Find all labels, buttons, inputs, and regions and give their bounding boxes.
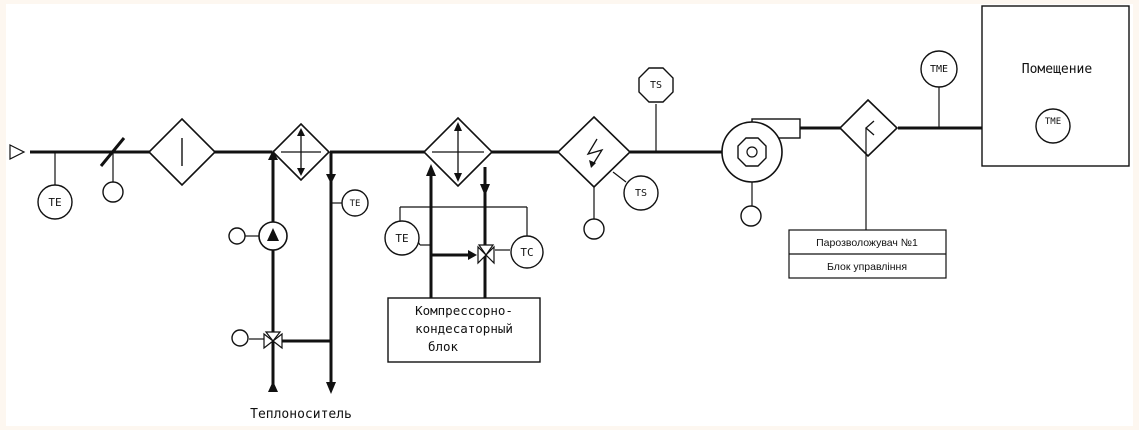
humidifier-control-unit: Блок управління — [827, 261, 907, 273]
ts-top-label: TS — [650, 80, 662, 91]
te-inlet-label: TE — [48, 196, 61, 209]
room-label: Помещение — [1022, 62, 1093, 77]
te-supply-label: TE — [350, 199, 361, 209]
air-filter — [147, 117, 217, 187]
heat-carrier-label: Теплоноситель — [250, 407, 352, 422]
pump-motor-icon — [228, 227, 246, 245]
room: Помещение TME — [981, 5, 1130, 167]
compressor-block-line1: Компрессорно- — [415, 303, 513, 318]
room-sensor — [1035, 108, 1071, 144]
tme-duct-sensor: TME — [920, 50, 958, 128]
tc-label: TC — [520, 246, 533, 259]
cooling-heat-exchanger — [422, 116, 494, 188]
expansion-valve — [477, 244, 495, 265]
electric-heater — [556, 115, 632, 240]
room-sensor-label: TME — [1045, 117, 1061, 127]
te-compressor-sensor: TE — [384, 220, 420, 256]
water-heat-exchanger — [271, 122, 331, 182]
valve-actuator-icon — [231, 329, 249, 347]
ts-bottom-sensor: TS — [623, 175, 659, 211]
fan-motor-icon — [740, 205, 762, 227]
compressor-block-line2: кондесаторный — [415, 321, 513, 336]
ts-top-sensor: TS — [638, 67, 674, 152]
circulation-pump — [228, 221, 288, 251]
humidifier-control-panel: Парозволожувач №1 Блок управління — [788, 229, 947, 279]
ts-bottom-label: TS — [635, 188, 647, 199]
te-supply-sensor: TE — [341, 189, 369, 217]
main-duct — [30, 126, 984, 154]
compressor-condenser-unit: Компрессорно- кондесаторный блок — [387, 297, 541, 363]
three-way-valve-heating — [231, 329, 283, 350]
refrigerant-circuit — [399, 164, 528, 298]
supply-fan — [721, 118, 801, 227]
te-compressor-label: TE — [395, 232, 408, 245]
te-inlet-sensor: TE — [37, 152, 73, 220]
air-damper — [99, 137, 126, 203]
heating-circuit — [268, 150, 343, 394]
heater-control-icon — [583, 218, 605, 240]
inlet-arrow-icon — [9, 144, 26, 160]
steam-humidifier — [838, 98, 899, 230]
humidifier-name: Парозволожувач №1 — [816, 237, 918, 249]
tc-controller: TC — [510, 235, 544, 269]
damper-actuator-icon — [102, 181, 124, 203]
compressor-block-line3: блок — [428, 339, 459, 354]
tme-duct-label: TME — [930, 64, 948, 75]
